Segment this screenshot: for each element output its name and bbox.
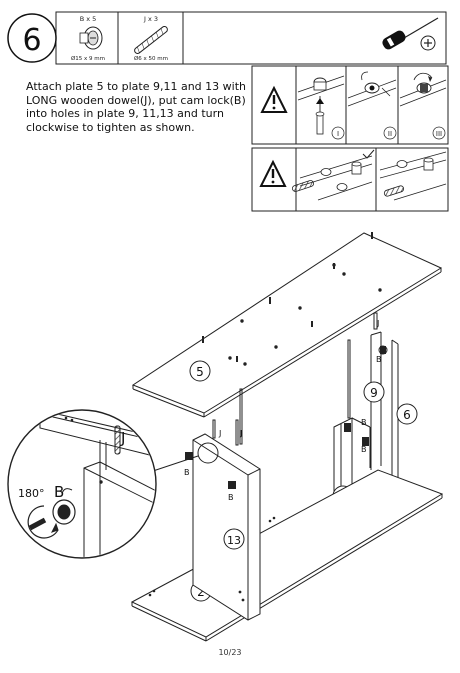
plate-6-label-circle [396,403,418,425]
magnifier-dowel-label: J [120,429,125,447]
plate-13-label: 13 [227,534,241,547]
rotation-arrow-icon [61,488,73,495]
warning-panel-dowel [251,147,449,212]
dowel-variant-diagram [379,151,447,201]
step-label-1: I [337,130,339,138]
part-size: Ø15 x 9 mm [71,55,105,62]
part-cam-lock: B x 5 Ø15 x 9 mm [71,15,105,62]
instruction-text: Attach plate 5 to plate 9,11 and 13 with… [26,80,246,134]
cam-tightened-diagram [399,72,447,107]
plate-5 [131,232,443,418]
phillips-screwdriver-icon [382,17,439,51]
detail-callout-line [149,455,199,473]
cam-label-5: B [376,355,382,364]
dowel-label-2: J [239,429,242,438]
cam-rotate-diagram [347,71,397,107]
plate-2-label: 2 [197,585,205,599]
plate-2 [130,469,444,642]
step-number: 6 [22,23,41,58]
plate-6-label: 6 [403,408,411,422]
plate-9-label: 9 [370,386,378,400]
page-number: 10/23 [218,648,242,657]
plate-9-label-circle [363,381,385,403]
dowel-label-3: J [376,319,379,328]
cam-insert-diagram [297,75,345,135]
wooden-dowel-icon [134,26,168,54]
plate-9 [370,312,388,470]
plate-13 [185,388,261,621]
part-code: J x 3 [143,15,158,23]
checkmark-icon [362,149,375,159]
warning-triangle-icon [260,85,288,113]
plate-13-label-circle [223,528,245,550]
plate-5-label-circle [189,360,211,382]
plate-5-label: 5 [196,365,204,379]
cam-label-2: B [228,493,234,502]
warning-triangle-icon [259,159,287,187]
detail-callout-marker [197,442,219,464]
cam-label-4: B [361,445,367,454]
step-badge: 6 [7,13,57,63]
part-wooden-dowel: J x 3 Ø6 x 50 mm [134,15,168,62]
warning-panel-steps: I II III [251,65,449,145]
dowel-correct-diagram [291,155,373,201]
assembly-drawing: 5 6 9 [130,232,444,642]
cam-lock-icon [79,26,103,50]
part-size: Ø6 x 50 mm [134,55,168,62]
step-label-2: II [388,130,392,138]
detail-magnifier [7,409,157,559]
rotation-label: 180° [18,487,45,500]
dowel-label-1: J [218,429,221,438]
cam-label-3: B [361,418,367,427]
step-label-3: III [436,130,442,138]
part-code: B x 5 [80,15,97,23]
magnifier-cam-label: B [54,483,64,501]
cam-label-1: B [184,468,190,477]
